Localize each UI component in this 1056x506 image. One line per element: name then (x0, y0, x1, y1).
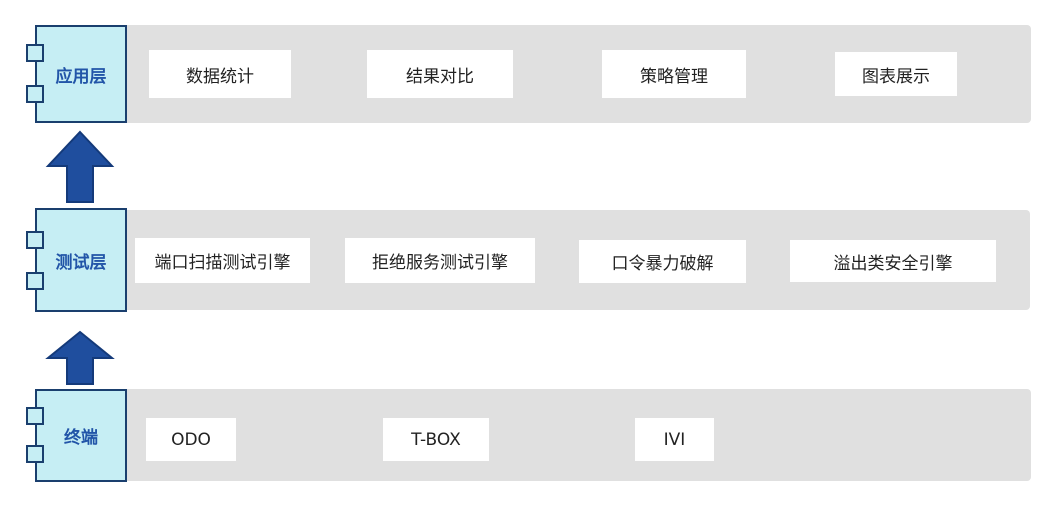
terminal-item-odo: ODO (146, 418, 236, 461)
application-layer-label: 应用层 (35, 25, 127, 123)
test-item-password-brute-force: 口令暴力破解 (579, 240, 746, 283)
up-arrow-icon (45, 130, 115, 203)
terminal-layer-tab-bottom (26, 445, 44, 463)
terminal-layer-band (120, 389, 1031, 481)
terminal-layer-label: 终端 (35, 389, 127, 482)
app-item-result-comparison: 结果对比 (367, 50, 513, 98)
test-layer-label: 测试层 (35, 208, 127, 312)
app-item-data-statistics: 数据统计 (149, 50, 291, 98)
terminal-item-tbox: T-BOX (383, 418, 489, 461)
application-layer-tab-top (26, 44, 44, 62)
test-item-port-scan-engine: 端口扫描测试引擎 (135, 238, 310, 283)
test-layer-tab-top (26, 231, 44, 249)
test-item-overflow-security-engine: 溢出类安全引擎 (790, 240, 996, 282)
test-layer-tab-bottom (26, 272, 44, 290)
terminal-layer-tab-top (26, 407, 44, 425)
app-item-chart-display: 图表展示 (835, 52, 957, 96)
test-item-dos-test-engine: 拒绝服务测试引擎 (345, 238, 535, 283)
terminal-item-ivi: IVI (635, 418, 714, 461)
application-layer-tab-bottom (26, 85, 44, 103)
app-item-policy-management: 策略管理 (602, 50, 746, 98)
up-arrow-icon (45, 330, 115, 385)
